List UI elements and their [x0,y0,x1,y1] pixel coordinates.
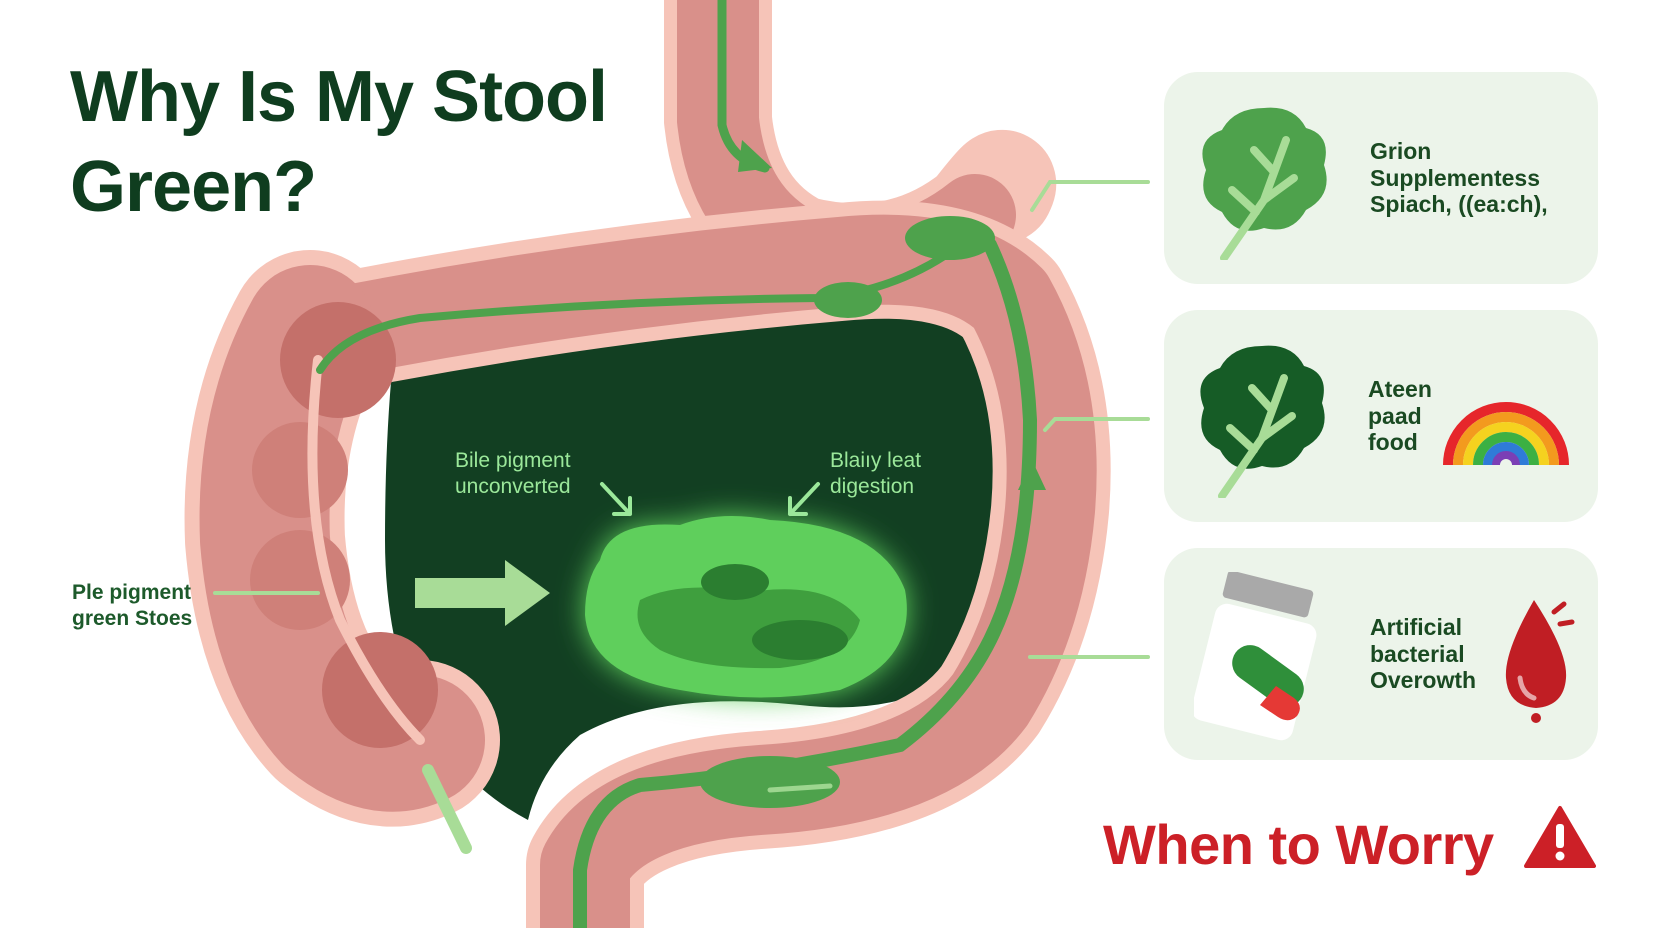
leaf-icon [1200,345,1325,498]
connector-lines [213,180,1150,854]
green-stool [585,516,907,698]
label-inner-left: Bile pigment unconverted [455,449,571,499]
page-title: Why Is My Stool Green? [70,57,608,227]
when-to-worry-heading: When to Worry [1103,813,1494,876]
arrow-down-right-icon [600,482,632,516]
large-intestine [184,200,1111,928]
cause-card-2: Ateen paad food [1164,310,1598,522]
arrow-down-icon [738,140,772,172]
card-text-1: Grion Supplementess Spiach, ((ea:ch), [1370,137,1548,218]
arrow-down-icon [1018,460,1046,490]
label-inner-right: Blaiıy leat digestion [830,449,922,499]
pill-bottle-icon [1194,572,1317,741]
cause-card-3: Artificial bacterial Overowth [1164,548,1598,760]
blood-drop-icon [1505,600,1575,723]
arrow-right-icon [415,560,550,626]
rainbow-icon [1443,402,1569,466]
spinach-leaf-icon [1202,107,1327,260]
label-left: Ple pigment green Stoes [72,581,193,631]
warning-triangle-icon [1524,806,1596,868]
arrow-down-left-icon [788,482,820,516]
card-text-3: Artificial bacterial Overowth [1370,613,1477,694]
cause-card-1: Grion Supplementess Spiach, ((ea:ch), [1164,72,1598,284]
card-text-2: Ateen paad food [1368,375,1432,456]
